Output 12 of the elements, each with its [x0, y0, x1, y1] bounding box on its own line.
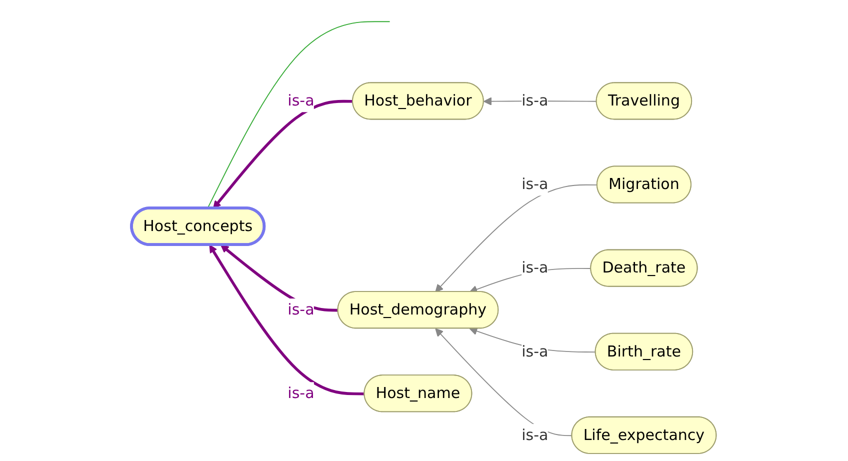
edge-label: is-a — [522, 258, 548, 276]
edge-label: is-a — [522, 92, 548, 110]
edge-label: is-a — [288, 384, 314, 402]
edge-label: is-a — [288, 300, 314, 318]
arrow — [213, 100, 354, 209]
class-hierarchy-graph: is-a is-a is-a is-a is-a is-a is-a is-a Host_concepts Host_behavior Host_demography Host_name Travelling Migration Death_rate Birth_rate Life_expectancy — [124, 0, 724, 461]
edge-label: is-a — [288, 92, 314, 110]
connector — [207, 21, 390, 209]
edge-label: is-a — [522, 426, 548, 444]
edge-label: is-a — [522, 175, 548, 193]
edge-label: is-a — [522, 342, 548, 360]
arrow — [435, 328, 573, 436]
